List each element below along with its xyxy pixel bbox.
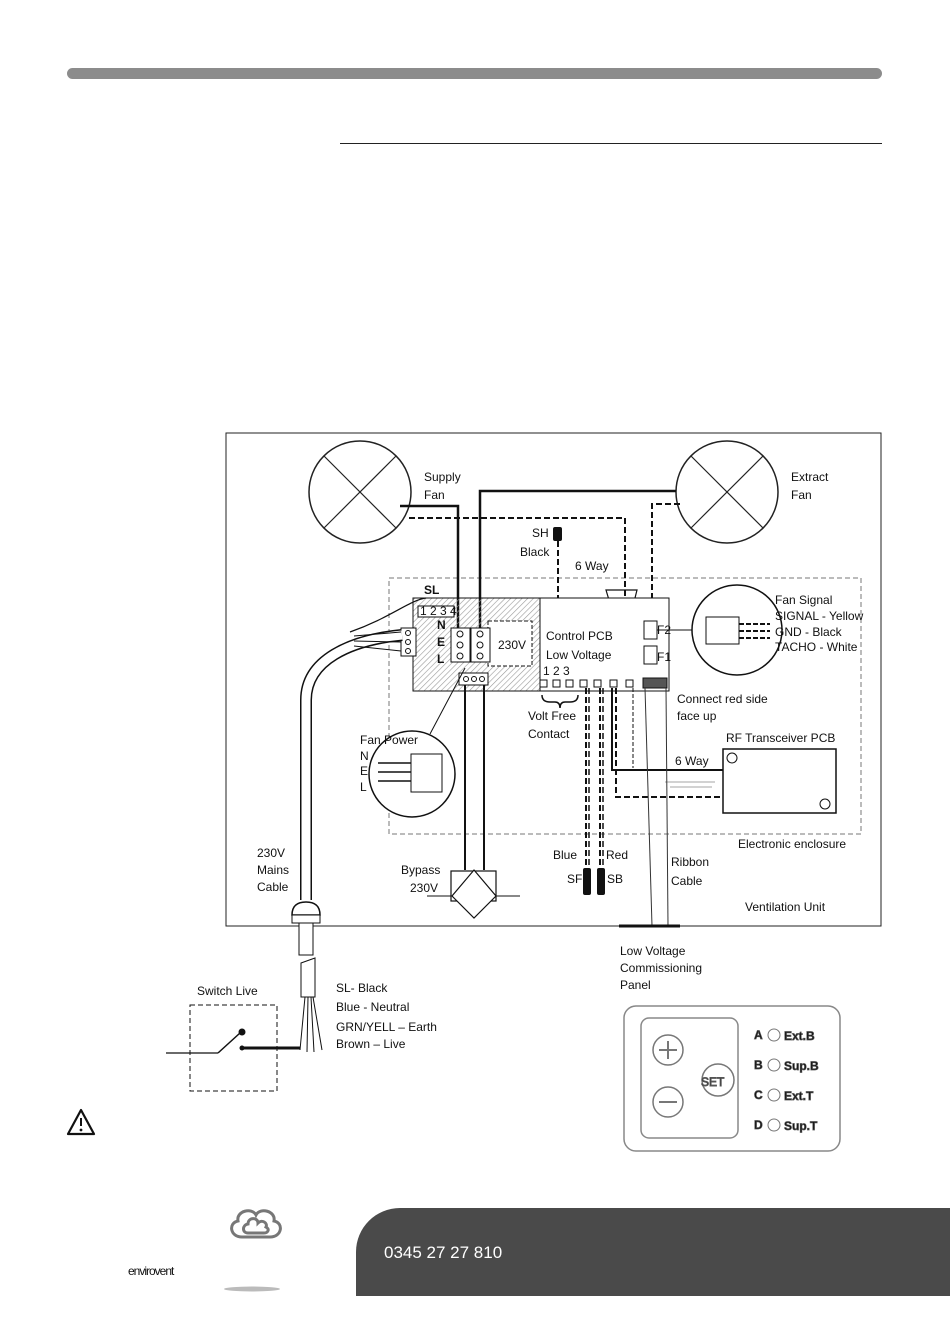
svg-text:Mains: Mains [257, 863, 289, 877]
panel-row-d: D Sup.T [754, 1118, 819, 1134]
svg-text:N: N [437, 618, 446, 632]
svg-text:Ventilation Unit: Ventilation Unit [745, 900, 826, 914]
control-pcb [539, 597, 670, 692]
footer-phone: 0345 27 27 810 [384, 1243, 503, 1262]
fan-signal-callout [691, 584, 783, 676]
svg-text:N: N [360, 749, 369, 763]
mains-terminal-block [450, 627, 491, 663]
control-pcb-label-1: Control PCB [546, 629, 613, 643]
svg-text:230V: 230V [257, 846, 285, 860]
sb-sensor [597, 868, 605, 895]
svg-text:TACHO - White: TACHO - White [775, 640, 858, 654]
switch-live-label: Switch Live [197, 984, 258, 998]
sh-colour-label: Black [520, 545, 550, 559]
panel-row-c: C Ext.T [754, 1088, 815, 1104]
svg-text:Blue - Neutral: Blue - Neutral [336, 1000, 409, 1014]
svg-text:SL- Black: SL- Black [336, 981, 388, 995]
svg-text:Bypass: Bypass [401, 863, 440, 877]
envirovent-logo: envirovent [128, 1209, 282, 1292]
sf-sensor [583, 868, 591, 895]
control-pcb-label-2: Low Voltage [546, 648, 612, 662]
sl-label: SL [424, 583, 439, 597]
svg-text:Ext.B: Ext.B [784, 1029, 815, 1043]
svg-text:GND - Black: GND - Black [775, 625, 843, 639]
svg-text:Sup.T: Sup.T [784, 1119, 818, 1133]
svg-text:RF Transceiver PCB: RF Transceiver PCB [726, 731, 835, 745]
svg-text:Low Voltage: Low Voltage [620, 944, 686, 958]
svg-text:Red: Red [606, 848, 628, 862]
svg-text:SF: SF [567, 872, 582, 886]
extract-fan-label-2: Fan [791, 488, 812, 502]
svg-text:Ext.T: Ext.T [784, 1089, 814, 1103]
svg-text:230V: 230V [410, 881, 438, 895]
svg-text:Electronic enclosure: Electronic enclosure [738, 837, 846, 851]
sh-sensor [553, 527, 562, 541]
svg-text:D: D [754, 1118, 763, 1132]
svg-text:6 Way: 6 Way [675, 754, 709, 768]
section-rule [340, 143, 882, 144]
ventilation-unit-box [225, 432, 882, 927]
warning-icon [66, 1108, 96, 1136]
logo-wordmark: envirovent [128, 1264, 175, 1278]
svg-text:Commissioning: Commissioning [620, 961, 702, 975]
set-button[interactable]: SET [701, 1063, 735, 1097]
svg-text:Blue: Blue [553, 848, 577, 862]
svg-text:SIGNAL - Yellow: SIGNAL - Yellow [775, 609, 864, 623]
footer-bar [356, 1208, 950, 1296]
svg-text:B: B [754, 1058, 763, 1072]
svg-text:Fan Power: Fan Power [360, 733, 418, 747]
v230-label: 230V [498, 638, 526, 652]
terminal-numbers: 1 2 3 4 [420, 604, 457, 618]
svg-text:SB: SB [607, 872, 623, 886]
fan-power-callout [368, 667, 466, 818]
bypass-damper-icon [427, 869, 520, 919]
svg-text:GRN/YELL – Earth: GRN/YELL – Earth [336, 1020, 437, 1034]
svg-text:F1: F1 [657, 650, 671, 664]
svg-text:E: E [360, 764, 368, 778]
svg-text:L: L [437, 652, 444, 666]
svg-text:Panel: Panel [620, 978, 651, 992]
supply-fan-label-2: Fan [424, 488, 445, 502]
supply-fan-icon [308, 440, 412, 544]
svg-text:Cable: Cable [671, 874, 703, 888]
panel-row-a: A Ext.B [754, 1028, 816, 1044]
svg-text:SET: SET [701, 1075, 725, 1089]
pcb-terminal-numbers: 1 2 3 [543, 664, 570, 678]
volt-free-terminals [539, 679, 634, 688]
supply-fan-label-1: Supply [424, 470, 461, 484]
extract-fan-icon [675, 440, 779, 544]
extract-fan-label-1: Extract [791, 470, 829, 484]
svg-text:Cable: Cable [257, 880, 289, 894]
svg-text:Volt Free: Volt Free [528, 709, 576, 723]
svg-text:C: C [754, 1088, 763, 1102]
six-way-top-label: 6 Way [575, 559, 609, 573]
svg-text:Sup.B: Sup.B [784, 1059, 819, 1073]
svg-text:A: A [754, 1028, 763, 1042]
svg-text:Ribbon: Ribbon [671, 855, 709, 869]
svg-text:face up: face up [677, 709, 717, 723]
svg-text:Connect red side: Connect red side [677, 692, 768, 706]
svg-text:Brown – Live: Brown – Live [336, 1037, 406, 1051]
svg-text:L: L [360, 780, 367, 794]
rf-transceiver-pcb [722, 748, 837, 814]
sh-label: SH [532, 526, 549, 540]
svg-text:Contact: Contact [528, 727, 570, 741]
header-bar [67, 68, 882, 79]
minus-button[interactable] [652, 1086, 684, 1118]
panel-row-b: B Sup.B [754, 1058, 820, 1074]
svg-text:E: E [437, 635, 445, 649]
svg-text:Fan Signal: Fan Signal [775, 593, 832, 607]
plus-button[interactable] [652, 1034, 684, 1066]
